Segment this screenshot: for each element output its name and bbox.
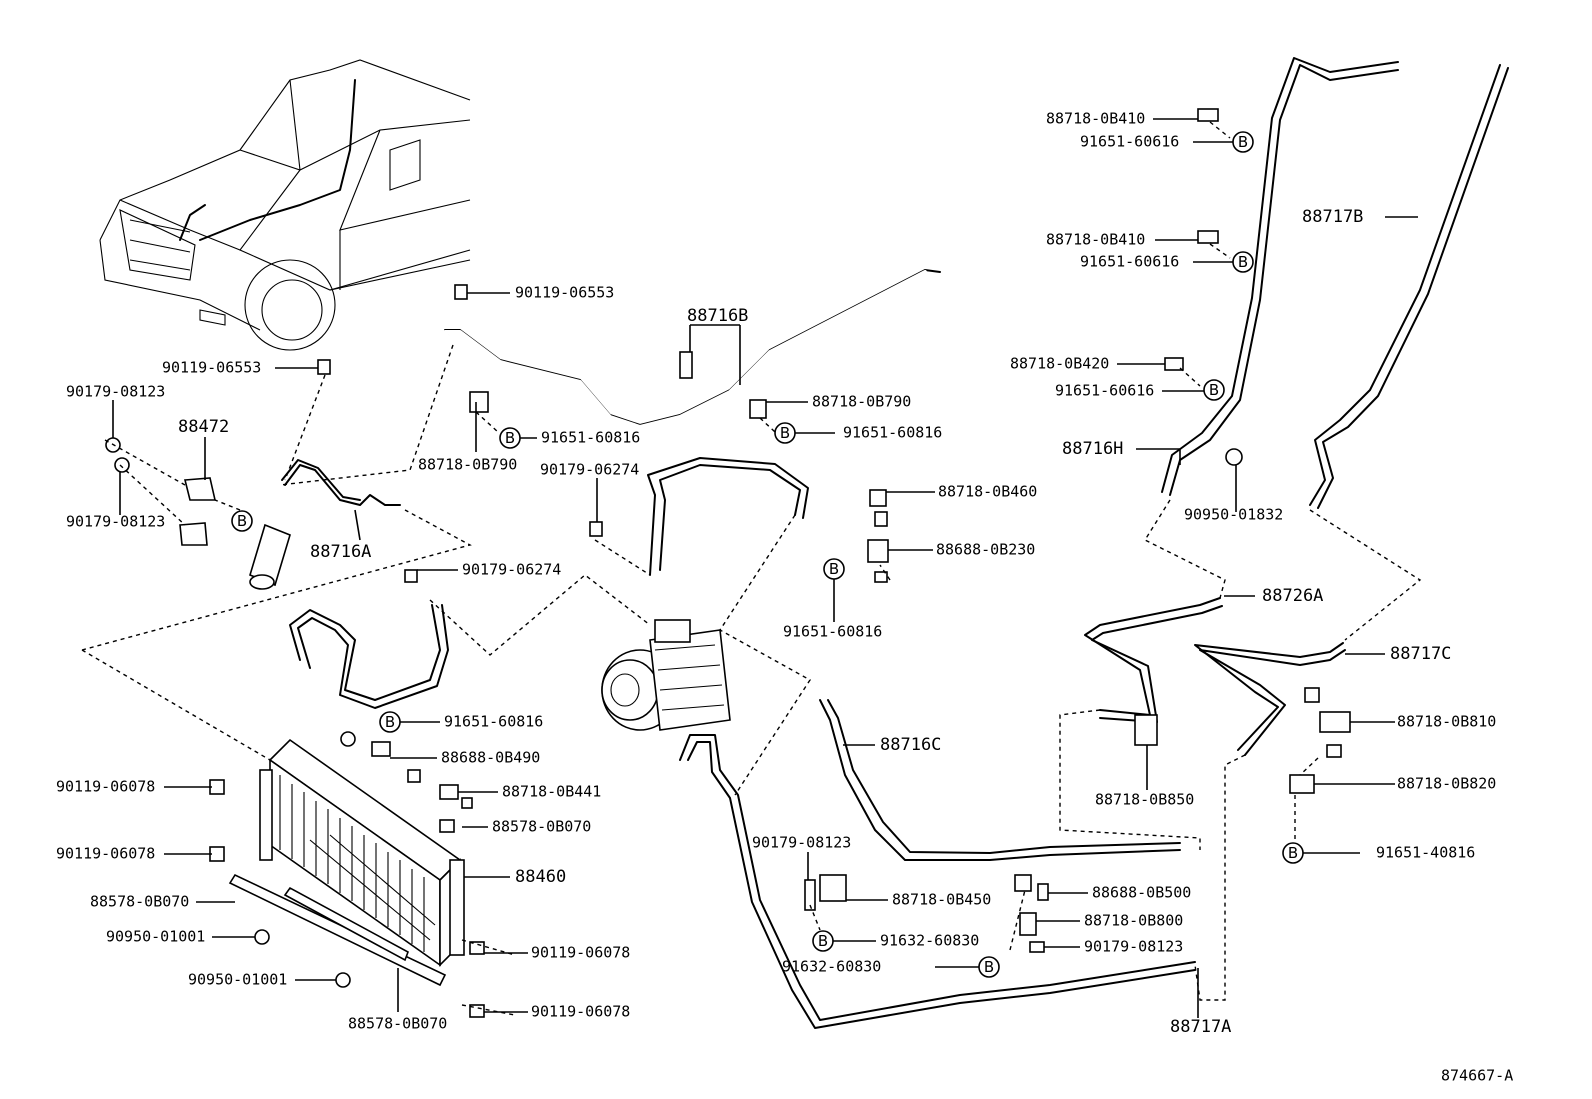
label-88718-0B441: 88718-0B441 — [502, 783, 601, 801]
svg-text:B: B — [1288, 844, 1298, 862]
label-91651-60816-condenser: 91651-60816 — [444, 713, 543, 731]
label-88718-0B820: 88718-0B820 — [1397, 775, 1496, 793]
svg-text:B: B — [237, 512, 247, 530]
label-91651-40816: 91651-40816 — [1376, 844, 1475, 862]
label-90179-08123-lower-left: 90179-08123 — [66, 513, 165, 531]
label-88460: 88460 — [515, 867, 566, 887]
label-88717A: 88717A — [1170, 1017, 1231, 1037]
diagram-reference-id: 874667-A — [1441, 1067, 1513, 1085]
marker-b-6: B — [231, 510, 253, 532]
b-markers: B B B B B B B B B B B — [231, 131, 1304, 978]
label-90179-06274-lower: 90179-06274 — [462, 561, 561, 579]
label-88716A: 88716A — [310, 542, 371, 562]
marker-b-10: B — [812, 930, 834, 952]
label-88716B: 88716B — [687, 306, 748, 326]
label-91632-60830-upper: 91632-60830 — [880, 932, 979, 950]
piping — [281, 57, 1509, 1029]
svg-text:B: B — [780, 424, 790, 442]
label-88688-0B500: 88688-0B500 — [1092, 884, 1191, 902]
label-88717C: 88717C — [1390, 644, 1451, 664]
label-90179-08123-lower-right: 90179-08123 — [1084, 938, 1183, 956]
label-88472: 88472 — [178, 417, 229, 437]
label-91651-60616-upper: 91651-60616 — [1080, 133, 1179, 151]
label-90950-01832: 90950-01832 — [1184, 506, 1283, 524]
svg-text:B: B — [829, 560, 839, 578]
marker-b-7: B — [823, 558, 845, 580]
condenser-88460 — [228, 738, 465, 987]
label-91632-60830-lower: 91632-60830 — [782, 958, 881, 976]
svg-text:B: B — [984, 958, 994, 976]
marker-b-5: B — [774, 422, 796, 444]
label-90950-01001-lower: 90950-01001 — [188, 971, 287, 989]
label-90119-06078-left-upper: 90119-06078 — [56, 778, 155, 796]
label-88688-0B490: 88688-0B490 — [441, 749, 540, 767]
label-88718-0B460: 88718-0B460 — [938, 483, 1037, 501]
receiver-dryer — [249, 523, 291, 590]
label-90119-06078-right-lower: 90119-06078 — [531, 1003, 630, 1021]
svg-text:B: B — [1209, 381, 1219, 399]
reference-lines — [81, 121, 1422, 1016]
marker-b-2: B — [1232, 251, 1254, 273]
label-90119-06553-top: 90119-06553 — [515, 284, 614, 302]
label-88718-0B790-right: 88718-0B790 — [812, 393, 911, 411]
label-88718-0B410-upper: 88718-0B410 — [1046, 110, 1145, 128]
leader-lines — [112, 118, 1418, 1018]
label-88578-0B070-upper: 88578-0B070 — [492, 818, 591, 836]
marker-b-1: B — [1232, 131, 1254, 153]
label-88726A: 88726A — [1262, 586, 1323, 606]
label-91651-60616-middle: 91651-60616 — [1080, 253, 1179, 271]
label-88716H: 88716H — [1062, 439, 1123, 459]
marker-b-11: B — [978, 956, 1000, 978]
vehicle-illustration — [99, 59, 471, 351]
svg-text:B: B — [385, 713, 395, 731]
label-88688-0B230: 88688-0B230 — [936, 541, 1035, 559]
marker-b-4: B — [499, 427, 521, 449]
svg-text:B: B — [1238, 253, 1248, 271]
label-90119-06078-right-upper: 90119-06078 — [531, 944, 630, 962]
compressor — [601, 619, 731, 731]
label-90950-01001-upper: 90950-01001 — [106, 928, 205, 946]
label-91651-60816-center: 91651-60816 — [541, 429, 640, 447]
marker-b-3: B — [1203, 379, 1225, 401]
label-91651-60816-mid: 91651-60816 — [783, 623, 882, 641]
label-90119-06078-left-lower: 90119-06078 — [56, 845, 155, 863]
label-88718-0B810: 88718-0B810 — [1397, 713, 1496, 731]
label-90179-08123-center: 90179-08123 — [752, 834, 851, 852]
marker-b-9: B — [1282, 842, 1304, 864]
label-88718-0B420: 88718-0B420 — [1010, 355, 1109, 373]
label-91651-60816-right: 91651-60816 — [843, 424, 942, 442]
marker-b-8: B — [379, 711, 401, 733]
svg-text:B: B — [1238, 133, 1248, 151]
svg-text:B: B — [818, 932, 828, 950]
svg-text:B: B — [505, 429, 515, 447]
label-88718-0B850: 88718-0B850 — [1095, 791, 1194, 809]
label-88578-0B070-left: 88578-0B070 — [90, 893, 189, 911]
fasteners — [105, 108, 1351, 1018]
label-88718-0B790-left: 88718-0B790 — [418, 456, 517, 474]
part-labels: 88718-0B410 91651-60616 88718-0B410 9165… — [56, 110, 1496, 1038]
label-90179-06274-upper: 90179-06274 — [540, 461, 639, 479]
label-88716C: 88716C — [880, 735, 941, 755]
label-91651-60616-lower: 91651-60616 — [1055, 382, 1154, 400]
label-88718-0B450: 88718-0B450 — [892, 891, 991, 909]
label-88578-0B070-bottom: 88578-0B070 — [348, 1015, 447, 1033]
label-88718-0B410-middle: 88718-0B410 — [1046, 231, 1145, 249]
label-88717B: 88717B — [1302, 207, 1363, 227]
label-90119-06553-left: 90119-06553 — [162, 359, 261, 377]
label-88718-0B800: 88718-0B800 — [1084, 912, 1183, 930]
label-90179-08123-upper-left: 90179-08123 — [66, 383, 165, 401]
